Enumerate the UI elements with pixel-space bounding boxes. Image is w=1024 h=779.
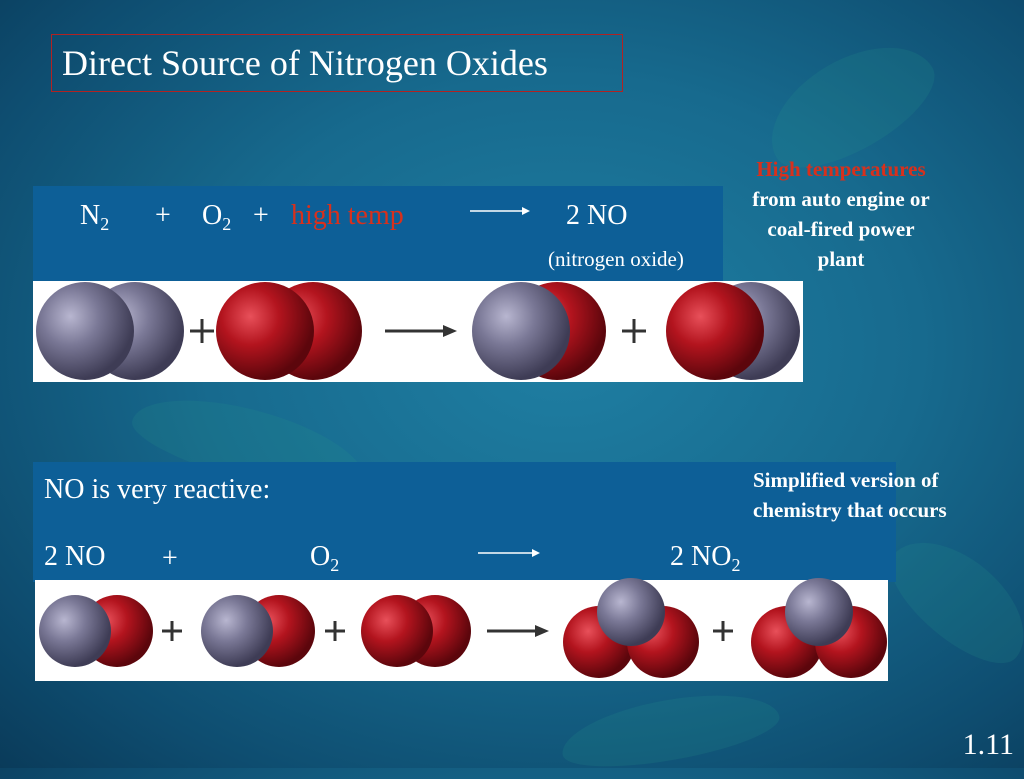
plus-icon — [162, 621, 182, 641]
note-line: plant — [817, 247, 865, 271]
reaction2-molecules — [39, 578, 887, 678]
reaction2-plus: + — [162, 543, 178, 574]
o2-subscript: 2 — [330, 555, 340, 575]
slide-number: 1.11 — [962, 728, 1014, 761]
reaction1-band — [33, 186, 723, 282]
plus-icon — [713, 621, 733, 641]
reaction2-reactant: 2 NO — [44, 541, 106, 572]
o2-subscript: 2 — [222, 214, 232, 234]
reaction1-o2: O2 — [202, 200, 231, 235]
reaction1-plus1: + — [155, 200, 171, 231]
plus-icon — [325, 621, 345, 641]
o2-molecule — [216, 282, 362, 380]
reaction1-molecule-panel — [33, 281, 803, 382]
nitrogen-oxide-label: (nitrogen oxide) — [548, 247, 684, 271]
reaction1-molecules — [36, 282, 800, 380]
note-line: chemistry that occurs — [753, 498, 947, 522]
note-line: from auto engine or — [752, 187, 930, 211]
note-line: Simplified version of — [753, 468, 939, 492]
reaction1-n2: N2 — [80, 200, 109, 235]
simplified-note: Simplified version of chemistry that occ… — [753, 465, 1013, 525]
title-box — [51, 34, 623, 92]
reaction2-molecule-panel — [35, 578, 888, 681]
slide-title: Direct Source of Nitrogen Oxides — [62, 43, 548, 83]
no-molecule — [201, 595, 315, 667]
n2-symbol: N — [80, 200, 101, 231]
reaction2-heading: NO is very reactive: — [44, 474, 271, 505]
note-line: High temperatures — [756, 157, 926, 181]
plus-icon — [190, 319, 214, 343]
arrow-icon — [385, 325, 457, 337]
plus-icon — [622, 319, 646, 343]
no2-molecule — [751, 578, 887, 678]
reaction2-o2: O2 — [310, 541, 339, 576]
background-leaf — [556, 681, 784, 779]
n2-molecule — [36, 282, 184, 380]
note-line: coal-fired power — [767, 217, 915, 241]
reaction1-plus2: + — [253, 200, 269, 231]
o2-molecule — [361, 595, 471, 667]
no2-molecule — [563, 578, 699, 678]
no-molecule — [39, 595, 153, 667]
reaction1-arrow-icon — [470, 207, 530, 215]
high-temp-note: High temperatures from auto engine or co… — [728, 154, 954, 274]
arrow-icon — [487, 625, 549, 637]
no2-subscript: 2 — [731, 555, 741, 575]
no-molecule — [666, 282, 800, 380]
reaction1-product: 2 NO — [566, 200, 628, 231]
reaction2-band — [33, 462, 896, 582]
reaction2-arrow-icon — [478, 549, 540, 557]
o2-symbol: O — [202, 200, 223, 231]
high-temp-label: high temp — [291, 200, 404, 231]
reaction2-product: 2 NO2 — [670, 541, 740, 576]
no-molecule — [472, 282, 606, 380]
no2-symbol: 2 NO — [670, 541, 732, 572]
o2-symbol: O — [310, 541, 331, 572]
n2-subscript: 2 — [100, 214, 110, 234]
